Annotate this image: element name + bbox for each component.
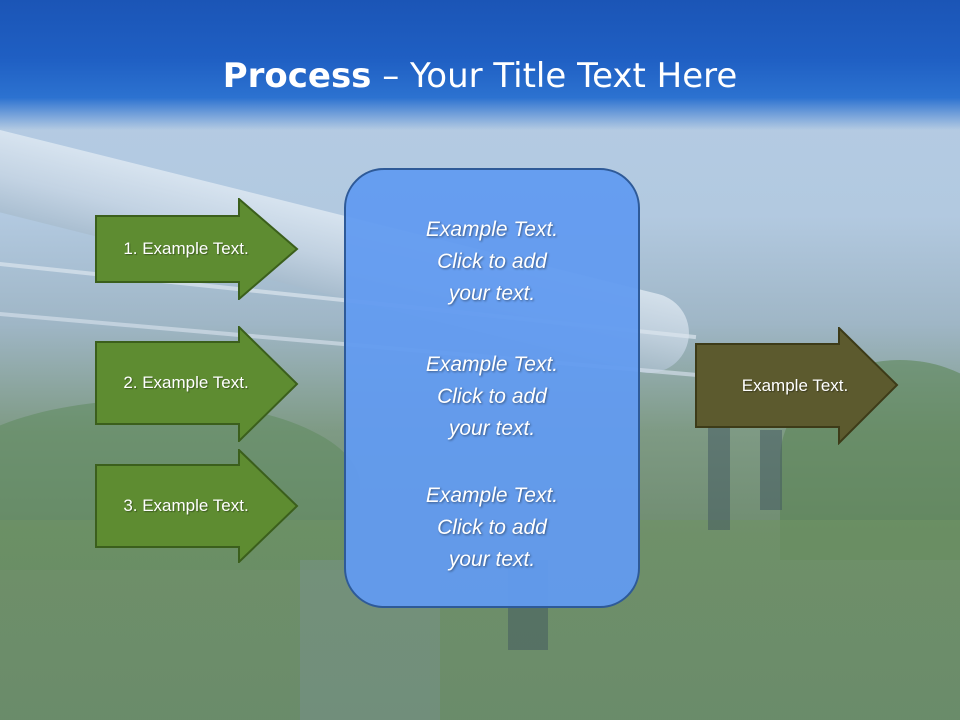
center-text-line: Click to add [437,516,547,539]
arrow-shape [95,198,299,300]
center-text-line: Example Text. [425,218,559,241]
center-text-line: your text. [448,417,536,440]
arrow-shape [695,327,899,445]
center-text-line: Example Text. [425,353,559,376]
arrow-shape [95,326,299,442]
left-arrow-label: 2. Example Text. [123,373,249,392]
left-arrow-label: 3. Example Text. [123,496,249,515]
right-arrow[interactable]: Example Text. [695,327,899,445]
center-text-block: Example Text. Click to add your text. [346,480,638,576]
center-text-line: Click to add [437,250,547,273]
center-text-line: your text. [448,548,536,571]
left-arrow-3[interactable]: 3. Example Text. [95,449,299,563]
left-arrow-2[interactable]: 2. Example Text. [95,326,299,442]
center-text-line: Click to add [437,385,547,408]
title-bold: Process [222,56,372,96]
slide-title[interactable]: Process – Your Title Text Here [0,56,960,96]
right-arrow-label: Example Text. [741,376,849,395]
left-arrow-1[interactable]: 1. Example Text. [95,198,299,300]
center-text-block: Example Text. Click to add your text. [346,214,638,310]
center-text-line: Example Text. [425,484,559,507]
title-band [0,0,960,130]
center-text-block: Example Text. Click to add your text. [346,349,638,445]
center-text-box[interactable]: Example Text. Click to add your text. Ex… [344,168,640,608]
arrow-shape [95,449,299,563]
center-text-line: your text. [448,282,536,305]
left-arrow-label: 1. Example Text. [123,239,249,258]
title-rest: – Your Title Text Here [371,56,738,96]
pipeline-support [708,420,730,530]
pipeline-support [760,430,782,510]
